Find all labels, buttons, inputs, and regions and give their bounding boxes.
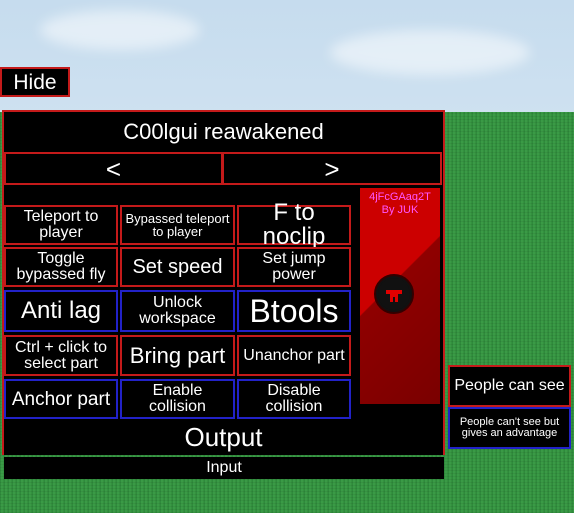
- command-button[interactable]: Unanchor part: [237, 335, 351, 376]
- command-button[interactable]: Ctrl + click to select part: [4, 335, 118, 376]
- logo-icon: [374, 274, 414, 314]
- command-button[interactable]: Enable collision: [120, 379, 235, 419]
- output-label: Output: [4, 419, 443, 455]
- command-button[interactable]: Teleport to player: [4, 205, 118, 245]
- author-label: By JUK: [381, 204, 419, 217]
- hide-button[interactable]: Hide: [0, 67, 70, 97]
- side-panel-text: 4jFcGAaq2T By JUK: [360, 191, 440, 217]
- command-button[interactable]: Bring part: [120, 335, 235, 376]
- gui-title: C00lgui reawakened: [4, 112, 443, 152]
- command-button[interactable]: Anti lag: [4, 290, 118, 332]
- command-button[interactable]: Set speed: [120, 247, 235, 287]
- people-note: People can't see but gives an advantage: [448, 407, 571, 449]
- command-button[interactable]: Bypassed teleport to player: [120, 205, 235, 245]
- next-page-button[interactable]: >: [222, 152, 442, 185]
- prev-page-button[interactable]: <: [4, 152, 223, 185]
- command-button[interactable]: Set jump power: [237, 247, 351, 287]
- command-button[interactable]: Unlock workspace: [120, 290, 235, 332]
- side-logo-panel: 4jFcGAaq2T By JUK: [360, 188, 440, 404]
- people-can-see-button[interactable]: People can see: [448, 365, 571, 407]
- command-button[interactable]: Btools: [237, 290, 351, 332]
- command-button[interactable]: Anchor part: [4, 379, 118, 419]
- command-button[interactable]: Disable collision: [237, 379, 351, 419]
- code-label: 4jFcGAaq2T: [369, 191, 431, 203]
- command-button[interactable]: Toggle bypassed fly: [4, 247, 118, 287]
- command-button[interactable]: F to noclip: [237, 201, 351, 249]
- input-field[interactable]: Input: [4, 457, 444, 479]
